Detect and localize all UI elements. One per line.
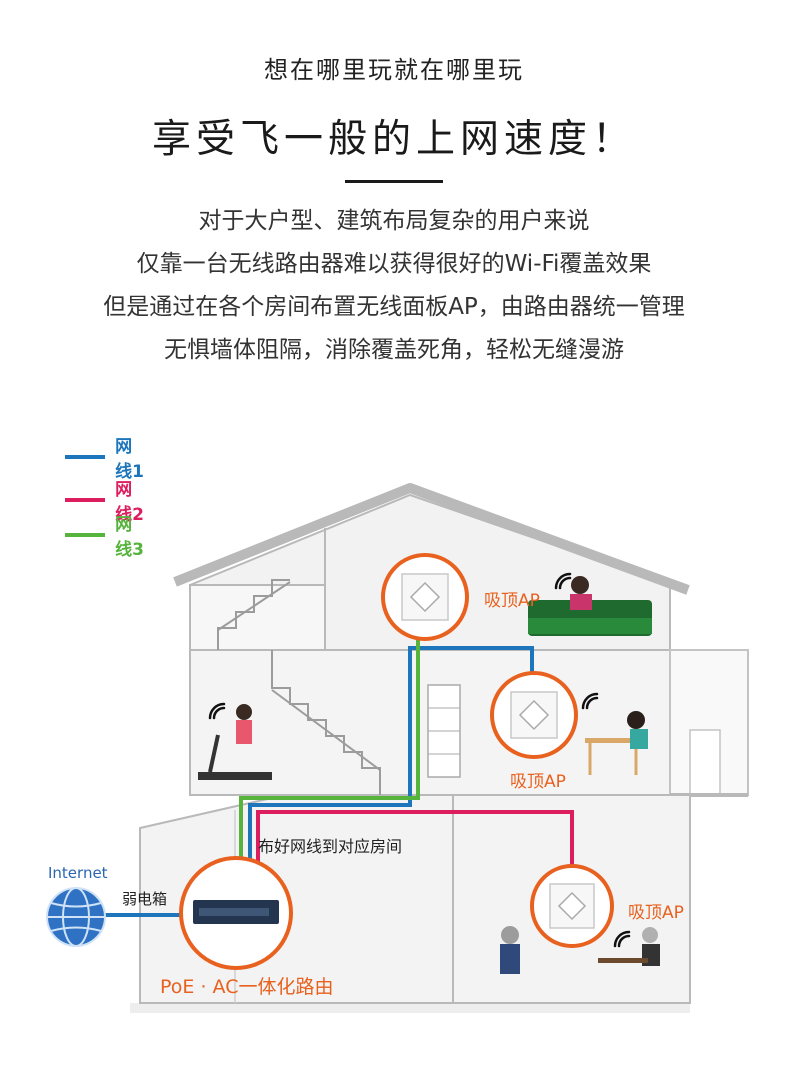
wifi-icon <box>208 702 226 720</box>
legend-swatch-blue <box>65 455 106 459</box>
person-desk <box>627 711 645 729</box>
header-subtitle: 想在哪里玩就在哪里玩 <box>264 56 524 84</box>
desk <box>585 738 640 743</box>
ceiling-ap-middle <box>490 671 578 759</box>
internet-globe-icon <box>46 887 106 947</box>
description-line-3: 但是通过在各个房间布置无线面板AP，由路由器统一管理 <box>103 294 685 320</box>
description-line-1: 对于大户型、建筑布局复杂的用户来说 <box>198 208 590 234</box>
ap-label-middle: 吸顶AP <box>510 772 566 792</box>
network-cables <box>104 640 574 917</box>
person-seated <box>642 927 658 943</box>
poe-router <box>179 856 293 970</box>
legend-item-cable-3: 网线3 <box>65 510 148 560</box>
ground <box>130 1003 690 1013</box>
description-line-4: 无惧墙体阻隔，消除覆盖死角，轻松无缝漫游 <box>164 337 624 363</box>
ceiling-ap-top <box>381 553 469 641</box>
person-laptop <box>571 576 589 594</box>
wifi-icon <box>581 692 599 710</box>
ap-label-bottom: 吸顶AP <box>628 903 684 923</box>
cable-2 <box>256 810 574 870</box>
legend-item-cable-2: 网线2 <box>65 475 148 525</box>
ceiling-ap-bottom <box>530 864 614 948</box>
internet-label: Internet <box>48 864 108 882</box>
person-standing <box>501 926 519 944</box>
roof <box>173 483 690 595</box>
cabling-note: 布好网线到对应房间 <box>258 837 403 856</box>
description-line-2: 仅靠一台无线路由器难以获得很好的Wi-Fi覆盖效果 <box>136 251 652 277</box>
wifi-icons <box>208 572 631 948</box>
ap-label-top: 吸顶AP <box>484 591 540 611</box>
wifi-icon <box>554 572 572 590</box>
poe-router-label: PoE · AC一体化路由 <box>160 976 334 998</box>
staircase <box>217 579 381 795</box>
title-divider <box>345 180 443 183</box>
weak-box-label: 弱电箱 <box>122 890 168 908</box>
legend-swatch-green <box>65 533 106 537</box>
legend-label: 网线2 <box>115 480 144 525</box>
person-running <box>236 704 252 720</box>
cable-3 <box>239 640 420 866</box>
legend-swatch-red <box>65 498 106 502</box>
wifi-icon <box>613 930 631 948</box>
treadmill <box>198 772 272 780</box>
legend-label: 网线3 <box>115 515 144 560</box>
legend-item-cable-1: 网线1 <box>65 432 148 482</box>
legend-label: 网线1 <box>115 437 144 482</box>
cable-1 <box>248 646 534 862</box>
page-title: 享受飞一般的上网速度！ <box>151 117 636 162</box>
dining-table <box>598 958 648 963</box>
